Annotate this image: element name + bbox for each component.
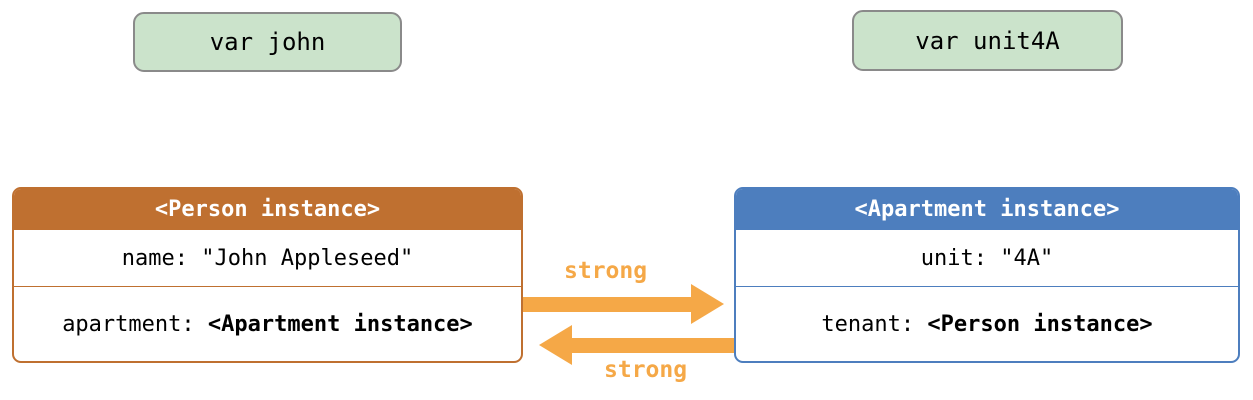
apartment-tenant-property: tenant:	[821, 311, 928, 337]
person-apartment-value: <Apartment instance>	[207, 311, 473, 337]
strong-arrow-apartment-to-person	[571, 338, 734, 353]
apartment-instance-box: <Apartment instance> unit: "4A" tenant: …	[734, 187, 1240, 363]
arrowhead-left-icon	[539, 325, 572, 365]
person-instance-box: <Person instance> name: "John Appleseed"…	[12, 187, 523, 363]
var-john-box: var john	[133, 12, 402, 72]
person-apartment-row: apartment: <Apartment instance>	[14, 287, 521, 361]
arrowhead-right-icon	[691, 284, 724, 324]
var-unit4a-label: var unit4A	[915, 26, 1060, 55]
var-john-label: var john	[209, 28, 326, 56]
strong-label-apartment-to-person: strong	[604, 357, 688, 383]
person-instance-header: <Person instance>	[14, 189, 521, 230]
var-unit4a-box: var unit4A	[852, 10, 1123, 71]
strong-label-person-to-apartment: strong	[564, 258, 648, 284]
person-apartment-property: apartment:	[62, 311, 208, 337]
person-name-row: name: "John Appleseed"	[14, 230, 521, 287]
apartment-tenant-value: <Person instance>	[927, 311, 1153, 337]
person-name-value: name: "John Appleseed"	[121, 245, 414, 271]
strong-arrow-person-to-apartment	[523, 297, 693, 312]
apartment-tenant-row: tenant: <Person instance>	[736, 287, 1238, 361]
apartment-instance-header: <Apartment instance>	[736, 189, 1238, 230]
apartment-unit-value: unit: "4A"	[920, 245, 1054, 271]
apartment-unit-row: unit: "4A"	[736, 230, 1238, 287]
